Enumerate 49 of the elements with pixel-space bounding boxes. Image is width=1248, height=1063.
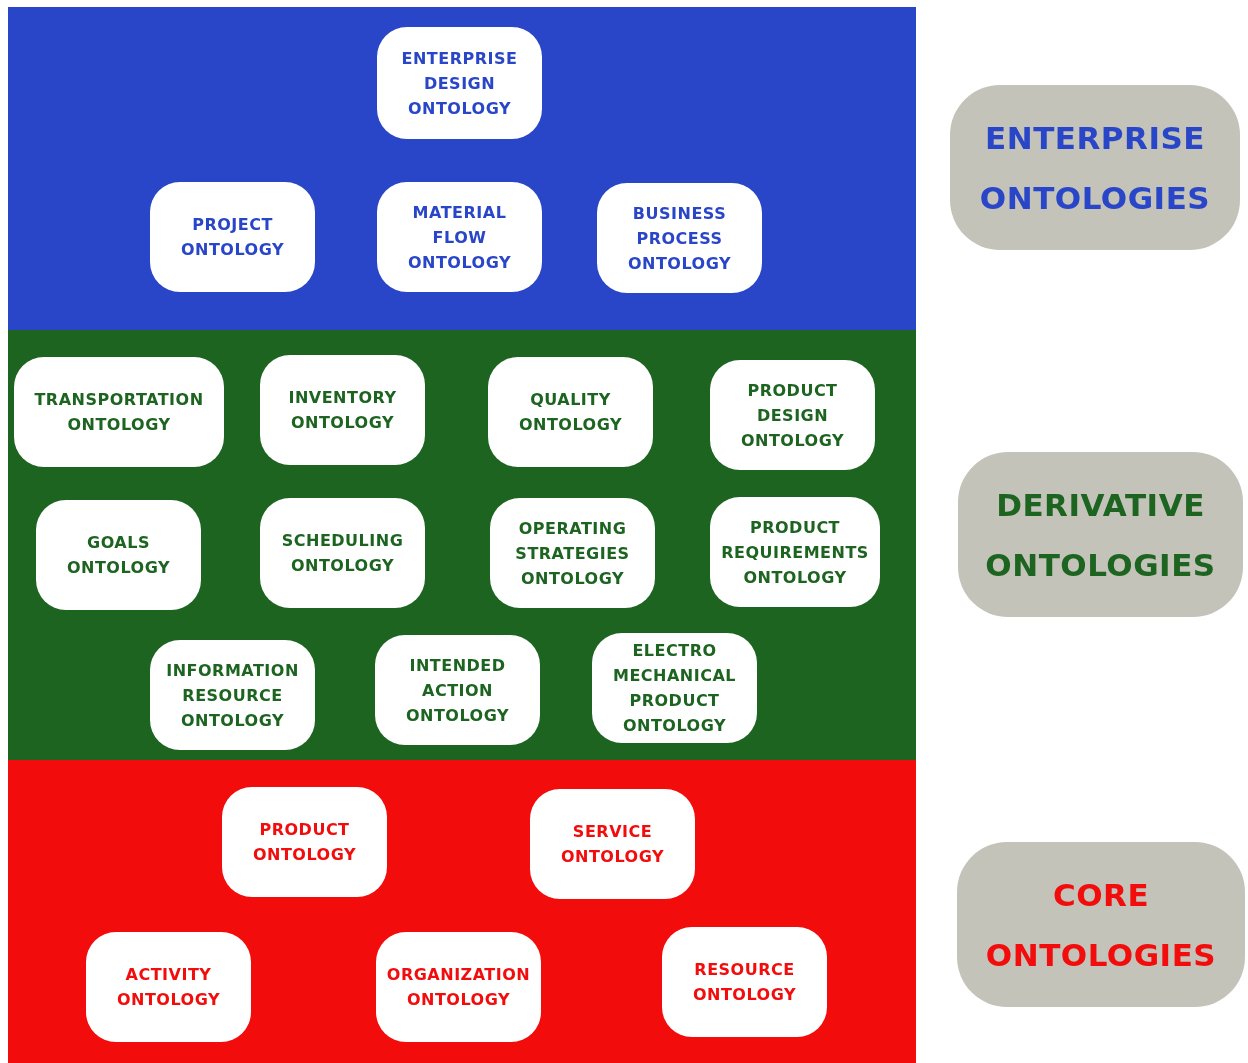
ontology-box	[377, 182, 542, 292]
ontology-box	[150, 182, 315, 292]
layer-band	[8, 7, 916, 330]
ontology-name: RESOURCE ONTOLOGY	[691, 959, 798, 1006]
ontology-box	[260, 355, 425, 465]
ontology-box	[662, 927, 827, 1037]
ontology-name: PROJECT ONTOLOGY	[179, 214, 286, 261]
layer-title: CORE ONTOLOGIES	[984, 875, 1218, 975]
ontology-name: MATERIAL FLOW ONTOLOGY	[406, 201, 513, 274]
ontology-box	[597, 183, 762, 293]
ontology-box	[150, 640, 315, 750]
ontology-name: INVENTORY ONTOLOGY	[287, 387, 398, 434]
ontology-box	[14, 357, 224, 467]
ontology-name: SCHEDULING ONTOLOGY	[280, 530, 405, 577]
ontology-name: INTENDED ACTION ONTOLOGY	[404, 654, 511, 727]
ontology-name: ORGANIZATION ONTOLOGY	[385, 964, 532, 1011]
layer-title: DERIVATIVE ONTOLOGIES	[984, 485, 1217, 585]
ontology-name: TRANSPORTATION ONTOLOGY	[33, 389, 205, 436]
ontology-box	[592, 633, 757, 743]
ontology-name: PRODUCT DESIGN ONTOLOGY	[739, 379, 846, 452]
ontology-box	[488, 357, 653, 467]
ontology-name: ACTIVITY ONTOLOGY	[115, 964, 222, 1011]
ontology-box	[530, 789, 695, 899]
ontology-box	[710, 497, 880, 607]
ontology-box	[222, 787, 387, 897]
ontology-name: INFORMATION RESOURCE ONTOLOGY	[165, 659, 300, 732]
ontology-box	[376, 932, 541, 1042]
ontology-name: ELECTRO MECHANICAL PRODUCT ONTOLOGY	[612, 640, 737, 737]
ontology-box	[377, 27, 542, 139]
layer-title-box	[957, 842, 1245, 1007]
layer-title-box	[958, 452, 1243, 617]
ontology-box	[36, 500, 201, 610]
layer-band	[8, 330, 916, 760]
ontology-name: SERVICE ONTOLOGY	[559, 821, 666, 868]
ontology-box	[710, 360, 875, 470]
ontology-name: BUSINESS PROCESS ONTOLOGY	[626, 202, 733, 275]
ontology-name: ENTERPRISE DESIGN ONTOLOGY	[400, 47, 519, 120]
ontology-name: OPERATING STRATEGIES ONTOLOGY	[514, 517, 631, 590]
layer-band	[8, 760, 916, 1063]
ontology-name: PRODUCT ONTOLOGY	[251, 819, 358, 866]
ontology-box	[86, 932, 251, 1042]
ontology-name: GOALS ONTOLOGY	[65, 532, 172, 579]
layer-title-box	[950, 85, 1240, 250]
layer-title: ENTERPRISE ONTOLOGIES	[978, 118, 1212, 218]
ontology-box	[260, 498, 425, 608]
ontology-name: PRODUCT REQUIREMENTS ONTOLOGY	[720, 516, 870, 589]
ontology-box	[375, 635, 540, 745]
ontology-name: QUALITY ONTOLOGY	[517, 389, 624, 436]
ontology-box	[490, 498, 655, 608]
